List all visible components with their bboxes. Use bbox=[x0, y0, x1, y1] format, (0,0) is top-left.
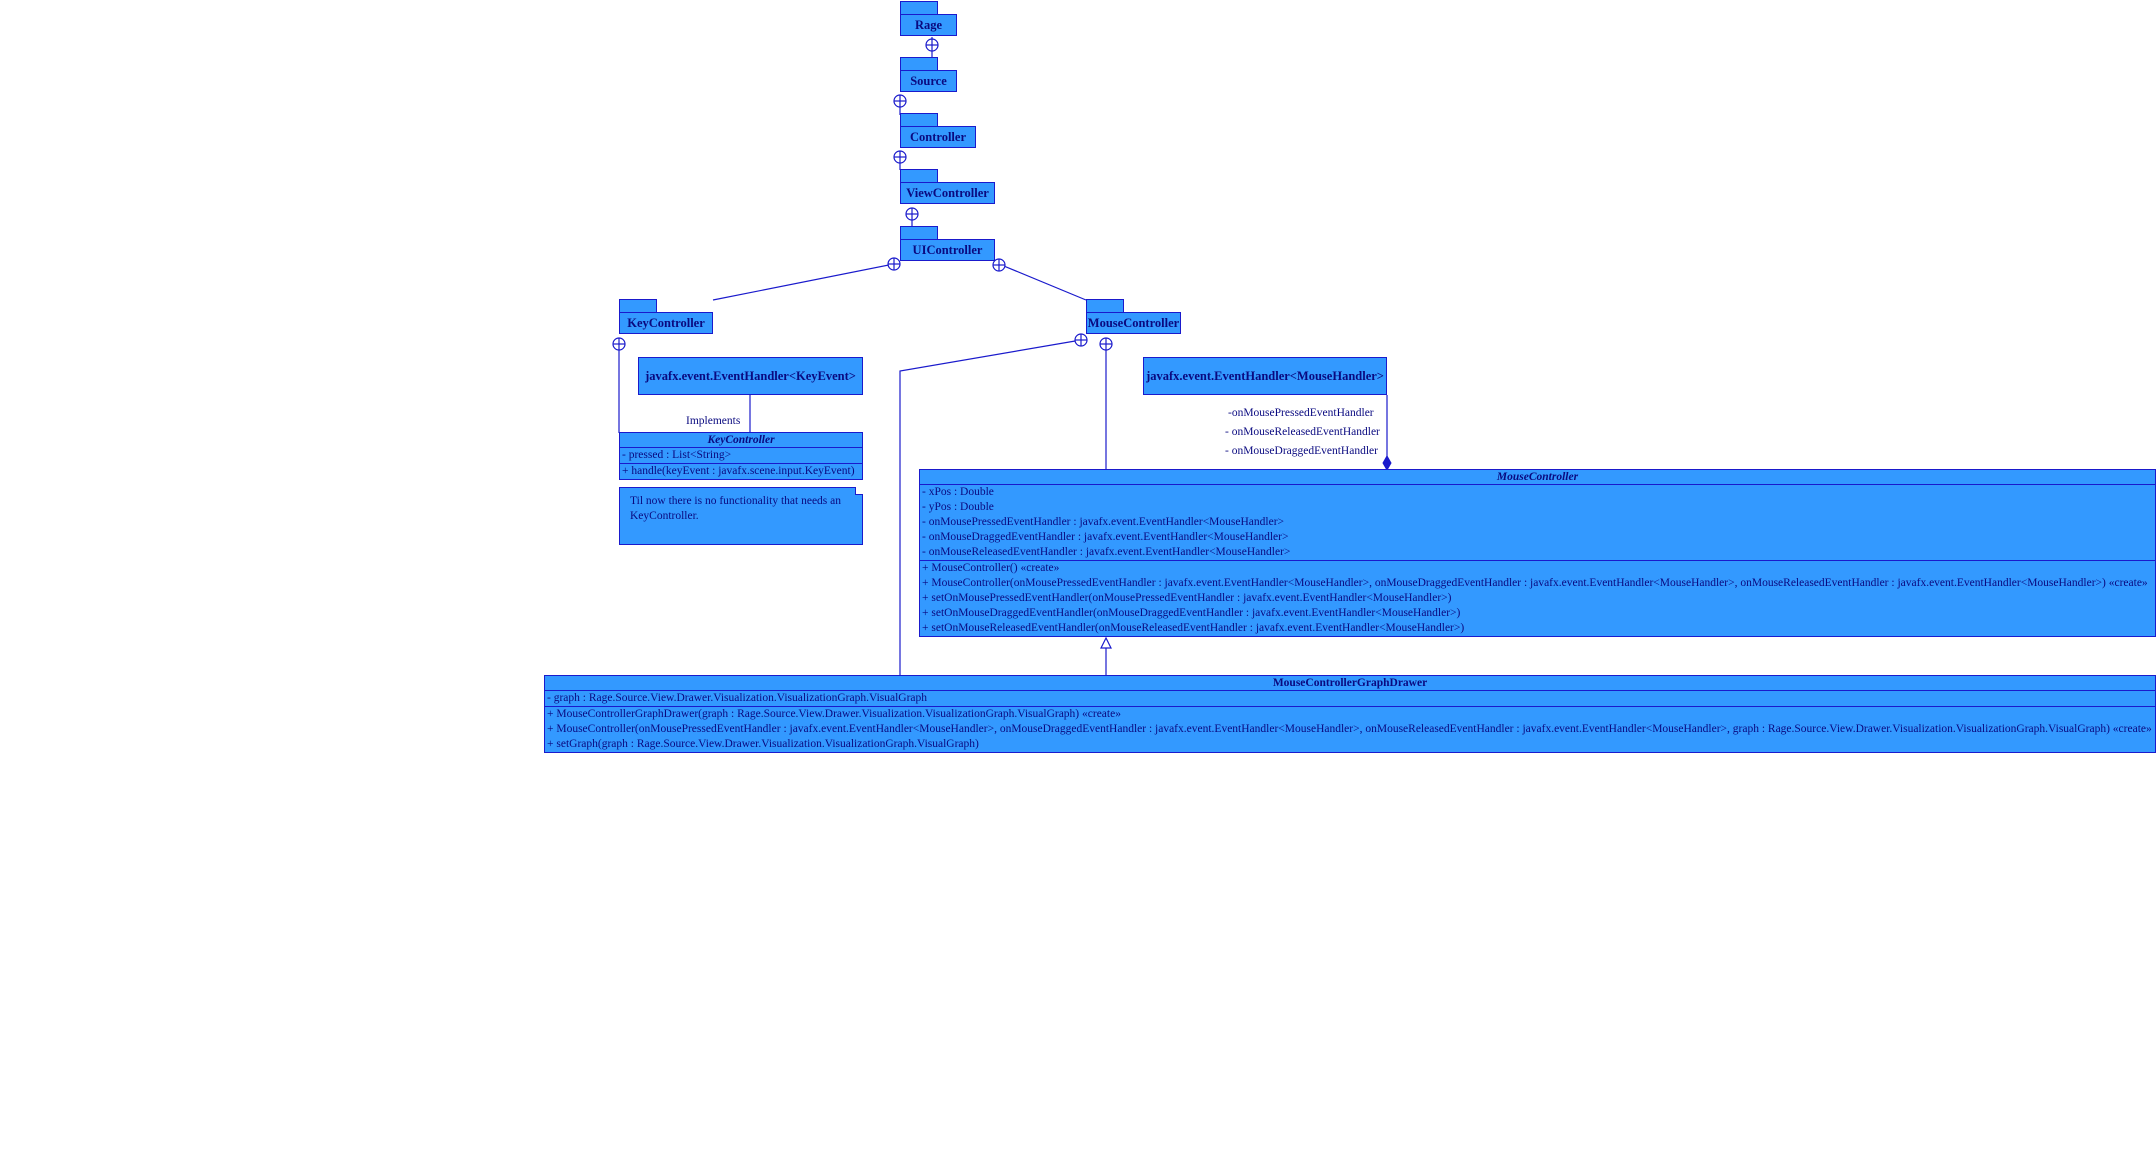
generalization-arrowhead bbox=[1100, 636, 1112, 649]
package-label: KeyController bbox=[619, 312, 713, 334]
package-tab bbox=[900, 113, 938, 127]
package-tab bbox=[900, 169, 938, 183]
operation-row: + MouseController(onMousePressedEventHan… bbox=[922, 577, 2148, 589]
attribute-row: - yPos : Double bbox=[922, 501, 994, 513]
containment-icon bbox=[887, 257, 901, 271]
package-tab bbox=[900, 57, 938, 71]
interface-key-event-handler[interactable]: javafx.event.EventHandler<KeyEvent> bbox=[638, 357, 863, 395]
operation-row: + setOnMouseReleasedEventHandler(onMouse… bbox=[922, 622, 1465, 634]
containment-icon bbox=[893, 150, 907, 164]
class-key-controller[interactable]: KeyController - pressed : List<String> +… bbox=[619, 432, 863, 480]
class-operations: + MouseController() «create» + MouseCont… bbox=[920, 561, 2155, 636]
class-mouse-controller[interactable]: MouseController - xPos : Double - yPos :… bbox=[919, 469, 2156, 637]
package-label: ViewController bbox=[900, 182, 995, 204]
class-mouse-controller-graph-drawer[interactable]: MouseControllerGraphDrawer - graph : Rag… bbox=[544, 675, 2156, 753]
note-text: Til now there is no functionality that n… bbox=[630, 495, 842, 522]
implements-label: Implements bbox=[686, 415, 741, 427]
class-title: MouseController bbox=[920, 470, 2155, 485]
class-attributes: - pressed : List<String> bbox=[620, 448, 862, 464]
package-label: MouseController bbox=[1086, 312, 1181, 334]
composition-diamond bbox=[1382, 454, 1392, 472]
containment-icon bbox=[925, 38, 939, 52]
package-tab bbox=[900, 1, 938, 15]
attribute-row: - onMouseDraggedEventHandler : javafx.ev… bbox=[922, 531, 1289, 543]
nesting-line bbox=[998, 263, 1087, 301]
containment-icon bbox=[893, 94, 907, 108]
interface-mouse-event-handler[interactable]: javafx.event.EventHandler<MouseHandler> bbox=[1143, 357, 1387, 395]
note-fold-icon bbox=[855, 487, 863, 495]
operation-row: + handle(keyEvent : javafx.scene.input.K… bbox=[622, 465, 855, 477]
attribute-row: - onMouseReleasedEventHandler : javafx.e… bbox=[922, 546, 1291, 558]
containment-icon bbox=[905, 207, 919, 221]
role-label-released: - onMouseReleasedEventHandler bbox=[1225, 426, 1380, 438]
class-title: KeyController bbox=[620, 433, 862, 448]
nesting-line bbox=[899, 339, 1082, 676]
package-label: Rage bbox=[900, 14, 957, 36]
containment-icon bbox=[1074, 333, 1088, 347]
attribute-row: - graph : Rage.Source.View.Drawer.Visual… bbox=[547, 692, 928, 704]
attribute-row: - pressed : List<String> bbox=[622, 449, 732, 461]
package-label: Source bbox=[900, 70, 957, 92]
package-tab bbox=[900, 226, 938, 240]
attribute-row: - xPos : Double bbox=[922, 486, 994, 498]
role-label-pressed: -onMousePressedEventHandler bbox=[1228, 407, 1374, 419]
class-attributes: - graph : Rage.Source.View.Drawer.Visual… bbox=[545, 691, 2155, 707]
class-title: MouseControllerGraphDrawer bbox=[545, 676, 2155, 691]
package-tab bbox=[619, 299, 657, 313]
class-operations: + handle(keyEvent : javafx.scene.input.K… bbox=[620, 464, 862, 479]
package-tab bbox=[1086, 299, 1124, 313]
containment-icon bbox=[1099, 337, 1113, 351]
class-operations: + MouseControllerGraphDrawer(graph : Rag… bbox=[545, 707, 2155, 752]
operation-row: + MouseController(onMousePressedEventHan… bbox=[547, 723, 2152, 735]
containment-icon bbox=[612, 337, 626, 351]
note-key-controller[interactable]: Til now there is no functionality that n… bbox=[619, 487, 863, 545]
package-label: UIController bbox=[900, 239, 995, 261]
role-label-dragged: - onMouseDraggedEventHandler bbox=[1225, 445, 1378, 457]
nesting-line bbox=[712, 263, 895, 301]
package-label: Controller bbox=[900, 126, 976, 148]
operation-row: + setGraph(graph : Rage.Source.View.Draw… bbox=[547, 738, 979, 750]
operation-row: + setOnMouseDraggedEventHandler(onMouseD… bbox=[922, 607, 1461, 619]
class-attributes: - xPos : Double - yPos : Double - onMous… bbox=[920, 485, 2155, 561]
attribute-row: - onMousePressedEventHandler : javafx.ev… bbox=[922, 516, 1285, 528]
operation-row: + MouseController() «create» bbox=[922, 562, 1060, 574]
operation-row: + setOnMousePressedEventHandler(onMouseP… bbox=[922, 592, 1452, 604]
operation-row: + MouseControllerGraphDrawer(graph : Rag… bbox=[547, 708, 1121, 720]
